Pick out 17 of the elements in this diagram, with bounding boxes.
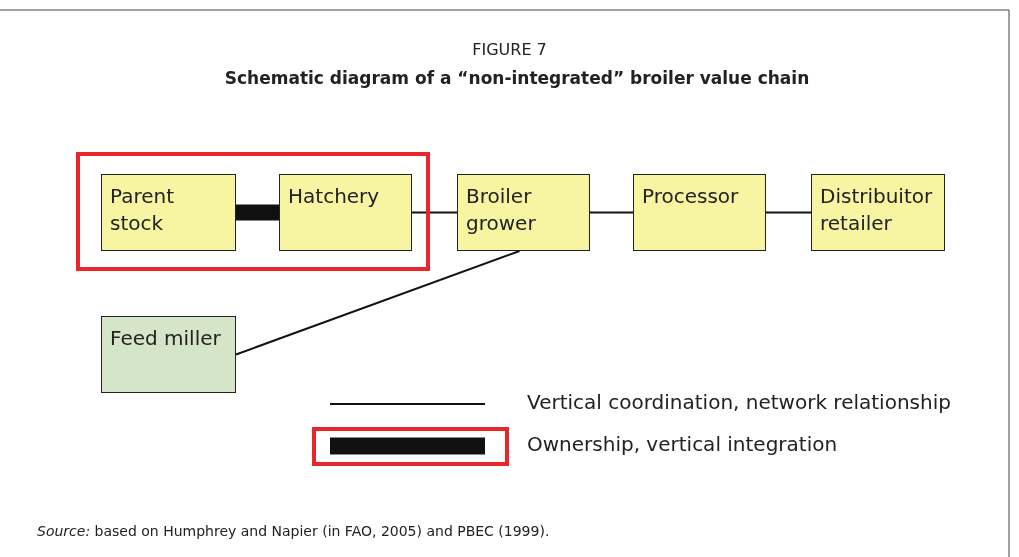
- legend-text: Ownership, vertical integration: [527, 432, 838, 456]
- ownership-group-box: [76, 152, 430, 271]
- connector-line: [765, 211, 812, 214]
- process-box: Distribuitor retailer: [811, 174, 945, 251]
- process-box: Processor: [633, 174, 766, 251]
- process-box: Parent stock: [101, 174, 236, 251]
- source-caption: Source: based on Humphrey and Napier (in FAO, 2005) and PBEC (1999).: [37, 523, 550, 539]
- figure-number: FIGURE 7: [471, 40, 548, 59]
- connector-line: [411, 211, 458, 214]
- thick-connector: [236, 204, 279, 221]
- input-box: Feed miller: [101, 316, 236, 393]
- connector-line: [589, 211, 634, 214]
- process-box: Hatchery: [279, 174, 412, 251]
- diagram-title: Schematic diagram of a “non-integrated” broiler value chain: [223, 68, 811, 88]
- process-box: Broiler grower: [457, 174, 590, 251]
- connector-line: [235, 250, 521, 356]
- legend-text: Vertical coordination, network relationship: [527, 390, 951, 414]
